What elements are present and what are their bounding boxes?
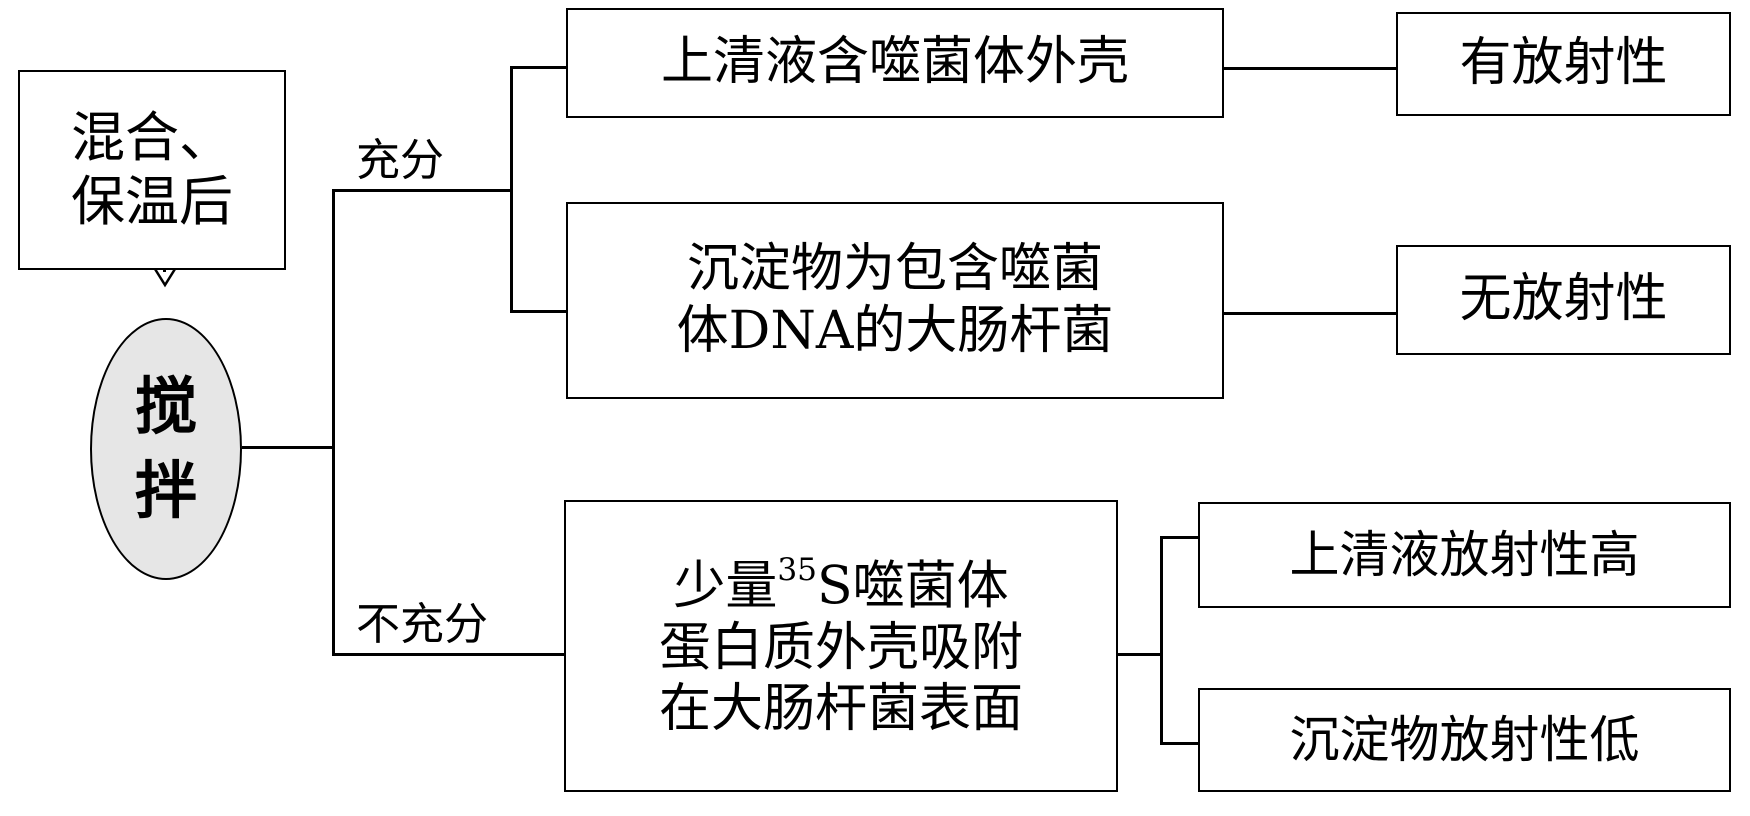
- connector-full-top: [510, 66, 566, 69]
- connector-full-bottom: [510, 310, 566, 313]
- connector-main-vertical: [332, 190, 335, 655]
- full-bottom-line2: 体DNA的大肠杆菌: [676, 300, 1114, 361]
- result-not-radioactive-box: 无放射性: [1396, 245, 1731, 355]
- connector-partial-bottom: [1160, 742, 1198, 745]
- partial-line1-superscript: 35: [777, 551, 818, 588]
- partial-line1-pre: 少量: [673, 556, 778, 617]
- partial-line1: 少量35S噬菌体: [659, 552, 1023, 618]
- connector-result-middle: [1222, 312, 1396, 315]
- arrowhead-icon: [153, 268, 177, 288]
- partial-line3: 在大肠杆菌表面: [658, 678, 1023, 739]
- partial-box: 少量35S噬菌体 蛋白质外壳吸附 在大肠杆菌表面: [564, 500, 1118, 792]
- stir-char-1: 搅: [134, 370, 197, 444]
- connector-partial-horizontal: [332, 653, 564, 656]
- start-box-line1: 混合、: [71, 106, 233, 170]
- connector-result-top: [1222, 67, 1396, 70]
- full-bottom-line1: 沉淀物为包含噬菌: [686, 239, 1103, 300]
- stir-ellipse: 搅 拌: [90, 318, 242, 580]
- partial-line1-post: S噬菌体: [817, 556, 1009, 617]
- start-box-line2: 保温后: [71, 170, 233, 233]
- stir-char-2: 拌: [134, 454, 197, 527]
- connector-partial-top: [1160, 536, 1198, 539]
- partial-line2: 蛋白质外壳吸附: [658, 617, 1023, 678]
- result-supernatant-high-box: 上清液放射性高: [1198, 502, 1731, 608]
- branch-label-full: 充分: [356, 135, 444, 186]
- result-sediment-low-box: 沉淀物放射性低: [1198, 688, 1731, 792]
- start-box: 混合、 保温后: [18, 70, 286, 270]
- connector-full-vertical: [510, 67, 513, 312]
- full-top-box: 上清液含噬菌体外壳: [566, 8, 1224, 118]
- result-radioactive-box: 有放射性: [1396, 12, 1731, 116]
- connector-partial-vertical: [1160, 537, 1163, 744]
- connector-full-horizontal: [332, 189, 512, 192]
- full-bottom-box: 沉淀物为包含噬菌 体DNA的大肠杆菌: [566, 202, 1224, 399]
- branch-label-partial: 不充分: [356, 599, 488, 650]
- connector-partial-out: [1117, 653, 1162, 656]
- connector-stir-out: [242, 446, 333, 449]
